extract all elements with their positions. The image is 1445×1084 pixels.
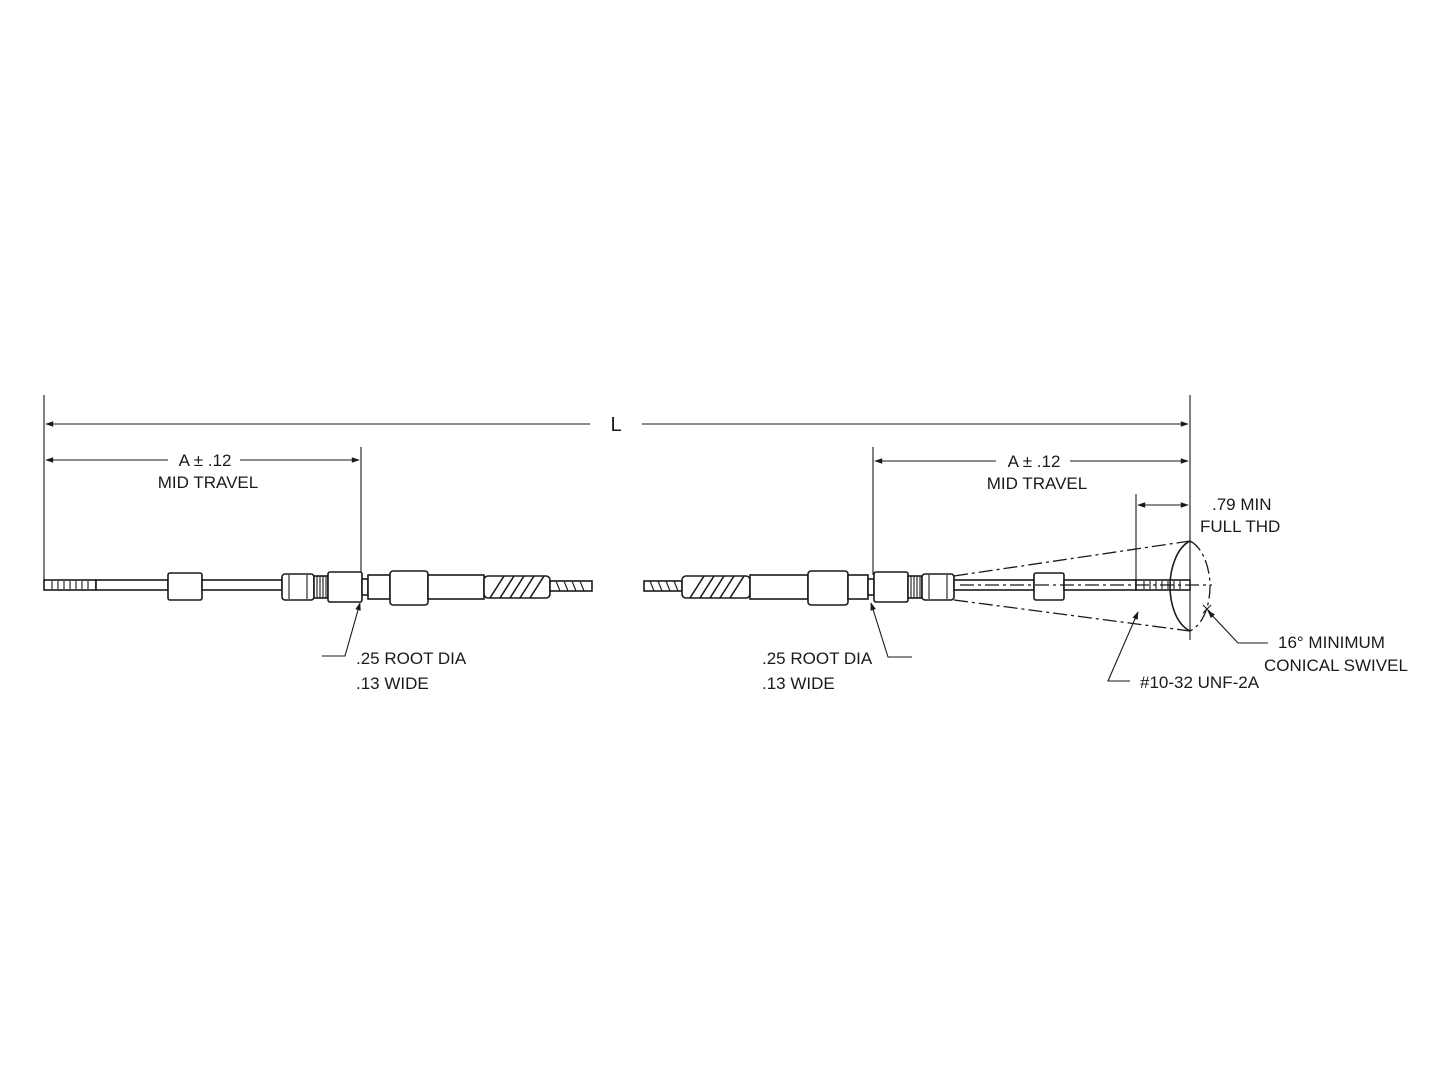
left-body bbox=[367, 574, 391, 600]
left-lock-nut bbox=[327, 571, 363, 603]
left-cable bbox=[549, 580, 593, 592]
left-rod bbox=[95, 579, 169, 591]
left-groove-width-label: .13 WIDE bbox=[356, 674, 429, 693]
right-groove-callout: .25 ROOT DIA .13 WIDE bbox=[762, 602, 912, 693]
right-travel-dimension: A ± .12 MID TRAVEL bbox=[872, 447, 1189, 575]
left-groove bbox=[361, 578, 369, 596]
left-collar bbox=[167, 572, 203, 601]
swivel-callout: 16° MINIMUM CONICAL SWIVEL bbox=[1207, 610, 1408, 675]
right-rod-2 bbox=[1063, 579, 1137, 591]
left-conduit-fitting bbox=[427, 574, 485, 600]
thread-length-dimension: .79 MIN FULL THD bbox=[1135, 494, 1280, 590]
left-cable-end bbox=[43, 570, 593, 606]
right-groove bbox=[867, 578, 875, 596]
thread-length-note: FULL THD bbox=[1200, 517, 1280, 536]
right-cable-end bbox=[643, 570, 1191, 606]
left-groove-dia-label: .25 ROOT DIA bbox=[356, 649, 467, 668]
left-travel-dimension: A ± .12 MID TRAVEL bbox=[45, 447, 362, 575]
right-collar bbox=[1033, 572, 1065, 601]
left-hub bbox=[281, 573, 315, 601]
right-body bbox=[847, 574, 869, 600]
right-groove-dia-label: .25 ROOT DIA bbox=[762, 649, 873, 668]
conical-swivel-envelope bbox=[953, 540, 1212, 632]
right-hub bbox=[921, 573, 955, 601]
thread-length-label: .79 MIN bbox=[1212, 495, 1272, 514]
left-travel-label: A ± .12 bbox=[179, 451, 232, 470]
right-travel-label: A ± .12 bbox=[1008, 452, 1061, 471]
left-rod-2 bbox=[201, 579, 283, 591]
left-travel-note: MID TRAVEL bbox=[158, 473, 258, 492]
left-groove-callout: .25 ROOT DIA .13 WIDE bbox=[322, 602, 467, 693]
right-sleeve bbox=[807, 570, 849, 606]
right-groove-width-label: .13 WIDE bbox=[762, 674, 835, 693]
overall-length-label: L bbox=[610, 414, 621, 436]
right-conduit-fitting bbox=[749, 574, 809, 600]
overall-length-dimension: L bbox=[43, 395, 1191, 640]
swivel-type-label: CONICAL SWIVEL bbox=[1264, 656, 1408, 675]
left-sleeve bbox=[389, 570, 429, 606]
right-travel-note: MID TRAVEL bbox=[987, 474, 1087, 493]
thread-spec-label: #10-32 UNF-2A bbox=[1140, 673, 1260, 692]
swivel-angle-label: 16° MINIMUM bbox=[1278, 633, 1385, 652]
thread-spec-callout: #10-32 UNF-2A bbox=[1107, 611, 1260, 692]
right-lock-nut bbox=[873, 571, 909, 603]
